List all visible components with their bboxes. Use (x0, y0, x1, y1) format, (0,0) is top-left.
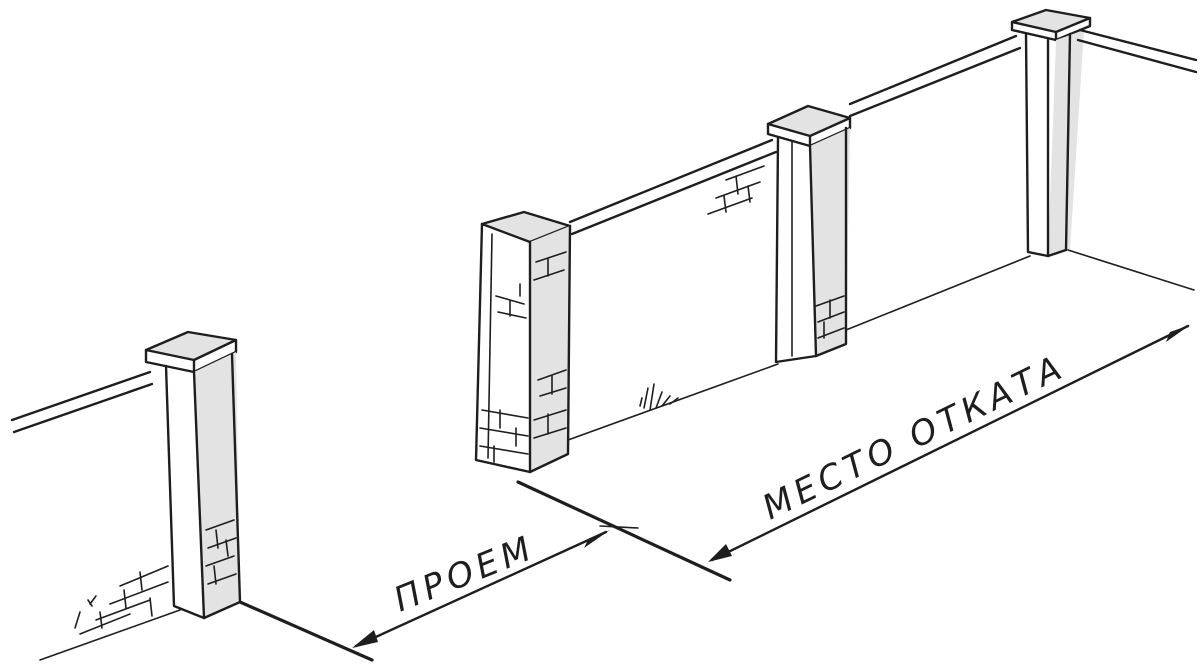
gate-front-pillar (474, 210, 572, 474)
opening-dimension (352, 530, 610, 648)
opening-arrow-left (352, 630, 378, 648)
opening-arrow-right (584, 530, 610, 548)
opening-label: ПРОЕМ (388, 528, 541, 621)
left-brick-pillar (74, 330, 374, 662)
left-fence-section (10, 370, 181, 661)
middle-brick-pillar (766, 104, 1031, 364)
rollback-area-label: МЕСТО ОТКАТА (756, 347, 1072, 528)
right-brick-pillar (1010, 8, 1198, 291)
gate-track-line (516, 480, 732, 582)
rollback-arrow-right (1166, 325, 1190, 342)
right-fence-section (848, 34, 1022, 118)
rollback-dimension (708, 324, 1190, 562)
gate-panel (567, 138, 779, 441)
rollback-arrow-left (708, 544, 732, 562)
